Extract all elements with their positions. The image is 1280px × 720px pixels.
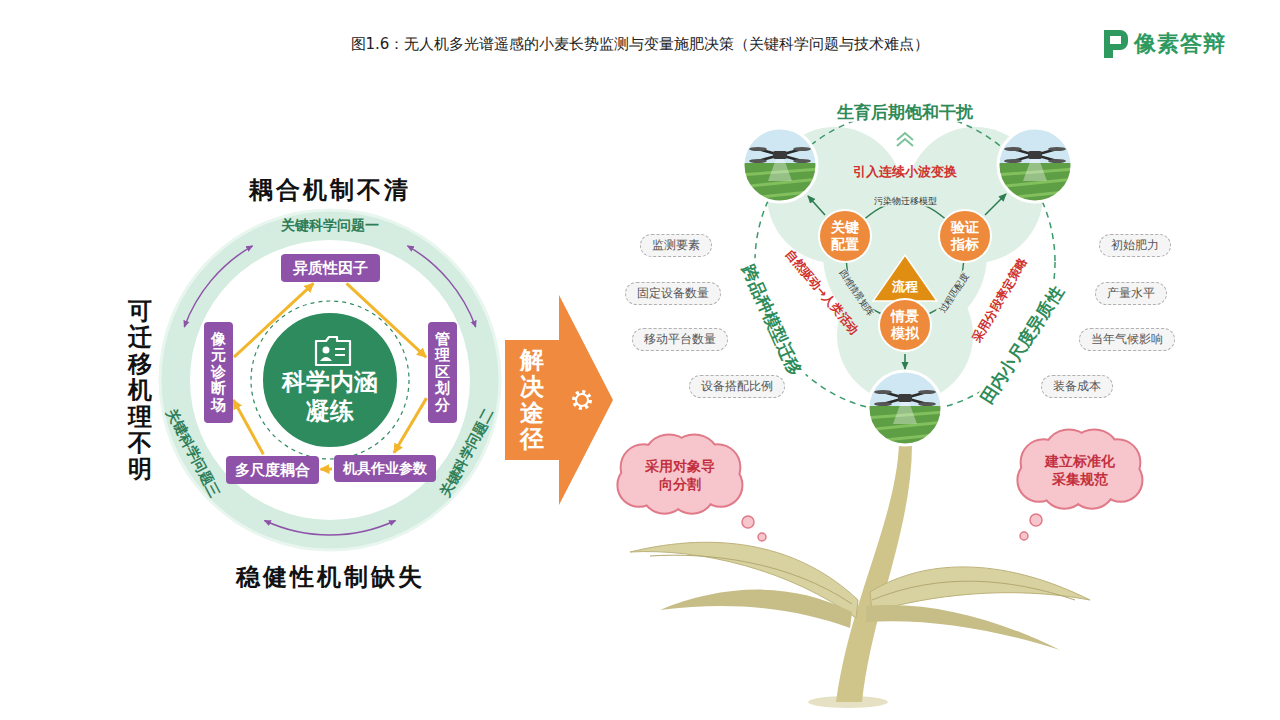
logo-icon	[1104, 30, 1128, 58]
shape-part	[335, 349, 345, 355]
problem-heading: 耦合机制不清	[249, 176, 411, 205]
core-circle: 科学内涵凝练	[260, 310, 400, 450]
illustration-part	[1110, 36, 1121, 44]
node-text: 固定设备数量	[637, 286, 709, 300]
connector	[320, 467, 332, 470]
process-triangle: 流程	[873, 255, 937, 301]
leaf-vein	[650, 555, 1075, 604]
step-circle: 关键配置	[818, 209, 872, 263]
gear-icon	[576, 394, 588, 406]
question-box: 机具作业参数	[334, 455, 436, 482]
factor-pill: 初始肥力	[1099, 234, 1171, 257]
node-text: 初始肥力	[1111, 238, 1159, 252]
edge-label: 过程匹配度	[936, 270, 972, 317]
drone-photo	[740, 125, 820, 205]
cycle-arc	[408, 246, 476, 327]
challenge-label: 生育后期饱和干扰	[833, 102, 977, 122]
node-text: 流程	[892, 279, 918, 295]
chevron	[897, 133, 913, 146]
node-text: 监测要素	[652, 238, 700, 252]
ring-band	[160, 210, 500, 550]
thought-bubble	[758, 533, 766, 541]
plant-leaf	[660, 590, 852, 628]
factor-pill: 监测要素	[640, 234, 712, 257]
node-text: 采用对象导向分割	[645, 457, 716, 493]
cloud-shape	[1023, 436, 1138, 505]
shape-part	[1052, 442, 1107, 497]
thought-bubble	[1030, 514, 1042, 526]
ring-label: 关键科学问题一	[281, 217, 379, 234]
diagram-title: 图1.6：无人机多光谱遥感的小麦长势监测与变量施肥决策（关键科学问题与技术难点）	[0, 35, 1280, 54]
node-text: 设备搭配比例	[701, 379, 773, 393]
thought-bubble	[1020, 532, 1028, 540]
node-text: 产量水平	[1107, 286, 1155, 300]
problem-heading: 可迁移机理不明	[128, 298, 152, 483]
shape-part	[652, 447, 707, 502]
node-text: 科学内涵凝练	[282, 368, 379, 426]
thought-bubble	[742, 516, 754, 528]
illustration-part	[1104, 30, 1128, 58]
factor-pill: 装备成本	[1041, 375, 1113, 398]
edge-label: 污染物迁移模型	[872, 196, 939, 207]
step-circle: 验证指标	[938, 209, 992, 263]
shape-part	[320, 357, 332, 361]
node-text: 多尺度耦合	[235, 461, 310, 479]
logo-text: 像素答辩	[1134, 31, 1226, 57]
cloud-shape	[623, 441, 738, 510]
node-text: 异质性因子	[293, 259, 368, 277]
shape-part	[1052, 442, 1107, 497]
problem-heading: 稳健性机制缺失	[236, 563, 425, 592]
challenge-label: 跨品种模型迁移	[737, 258, 807, 382]
node-text: 当年气候影响	[1091, 332, 1163, 346]
node-text: 情景模拟	[891, 308, 920, 342]
drone-photo	[995, 125, 1075, 205]
node-text: 装备成本	[1053, 379, 1101, 393]
shape-part	[316, 337, 350, 365]
node-text: 管理区划分	[435, 331, 450, 414]
ring-inner	[190, 240, 470, 520]
question-box: 管理区划分	[428, 322, 457, 423]
method-label: 引入连续小波变换	[853, 164, 957, 180]
pointer-arrow	[904, 354, 906, 369]
connector	[233, 400, 263, 454]
plant-leaf	[866, 605, 1060, 650]
factor-pill: 固定设备数量	[625, 282, 721, 305]
question-box: 异质性因子	[281, 254, 380, 282]
question-box: 多尺度耦合	[226, 456, 319, 484]
cycle-arc	[265, 521, 396, 536]
shape-part	[505, 295, 613, 505]
factor-pill: 当年气候影响	[1079, 328, 1175, 351]
factor-pill: 产量水平	[1095, 282, 1167, 305]
solution-arrow: 解决途径	[505, 295, 613, 505]
node-text: 验证指标	[951, 219, 980, 253]
node-text: 解决途径	[520, 347, 544, 453]
pointer-arrow	[808, 196, 825, 215]
shape-part	[873, 255, 937, 301]
factor-pill: 移动平台数量	[632, 328, 728, 351]
question-box: 像元诊断场	[204, 322, 233, 423]
factor-pill: 设备搭配比例	[689, 375, 785, 398]
node-text: 关键配置	[831, 219, 860, 253]
step-circle: 情景模拟	[878, 298, 932, 352]
cycle-arc	[184, 246, 252, 327]
pointer-arrow	[985, 194, 1006, 215]
node-text: 机具作业参数	[343, 460, 427, 477]
gear-icon	[574, 392, 590, 408]
connector	[394, 398, 426, 453]
node-text: 像元诊断场	[211, 331, 226, 414]
shape-part	[652, 447, 707, 502]
plant-stem	[836, 444, 912, 702]
node-text: 建立标准化采集规范	[1045, 452, 1116, 488]
drone-photo	[865, 368, 945, 448]
idea-cloud: 采用对象导向分割	[623, 441, 738, 510]
shape-part	[323, 347, 330, 354]
node-text: 移动平台数量	[644, 332, 716, 346]
idea-cloud: 建立标准化采集规范	[1023, 436, 1138, 505]
dashed-ring	[251, 301, 409, 459]
